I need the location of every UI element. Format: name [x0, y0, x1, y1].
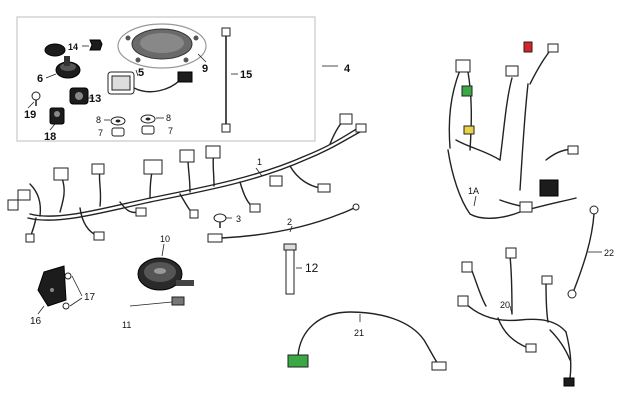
callout-15: 15 [240, 69, 252, 81]
cable-part-21 [287, 311, 447, 371]
callout-3: 3 [236, 214, 241, 224]
module-part [37, 265, 67, 315]
callout-6: 6 [37, 73, 43, 85]
washer-nut-set [104, 114, 164, 137]
callout-1: 1 [257, 157, 262, 167]
callout-2: 2 [287, 217, 292, 227]
callout-9: 9 [202, 63, 208, 75]
sub-harness-1a [447, 41, 579, 219]
sub-harness-20 [457, 247, 575, 387]
lock-part [69, 87, 94, 105]
lock-set-box [16, 16, 338, 142]
callout-21: 21 [354, 328, 364, 338]
cable-part-2 [207, 203, 360, 243]
callout-22: 22 [604, 248, 614, 258]
callout-8a: 8 [96, 115, 101, 125]
callout-17: 17 [84, 292, 96, 303]
callout-4: 4 [344, 63, 351, 75]
callout-10: 10 [160, 234, 170, 244]
horn-part [137, 243, 194, 291]
wire-part-22 [567, 205, 602, 299]
fuel-cap-part [117, 23, 207, 69]
callout-13: 13 [89, 93, 101, 105]
callout-19: 19 [24, 109, 36, 121]
callout-12: 12 [305, 261, 319, 275]
callout-7a: 7 [98, 128, 103, 138]
ignition-switch-part [107, 69, 193, 95]
fastener-pair [62, 272, 83, 310]
callout-18: 18 [44, 131, 56, 143]
main-wire-harness [7, 113, 367, 243]
rod-part [221, 27, 238, 133]
callout-5: 5 [138, 67, 144, 79]
clip-part [82, 39, 103, 51]
callout-1a: 1A [468, 186, 479, 196]
bolt-part [213, 213, 232, 228]
callout-7b: 7 [168, 126, 173, 136]
callout-8b: 8 [166, 113, 171, 123]
callout-11: 11 [122, 320, 131, 330]
callout-16: 16 [30, 316, 42, 327]
key-cylinder-part [44, 43, 81, 79]
callout-14: 14 [68, 42, 78, 52]
screw-part-19 [27, 91, 41, 109]
small-lock-part [49, 107, 65, 131]
horn-bolt-part [129, 296, 185, 307]
callout-20: 20 [500, 300, 510, 310]
pin-part [283, 243, 302, 295]
